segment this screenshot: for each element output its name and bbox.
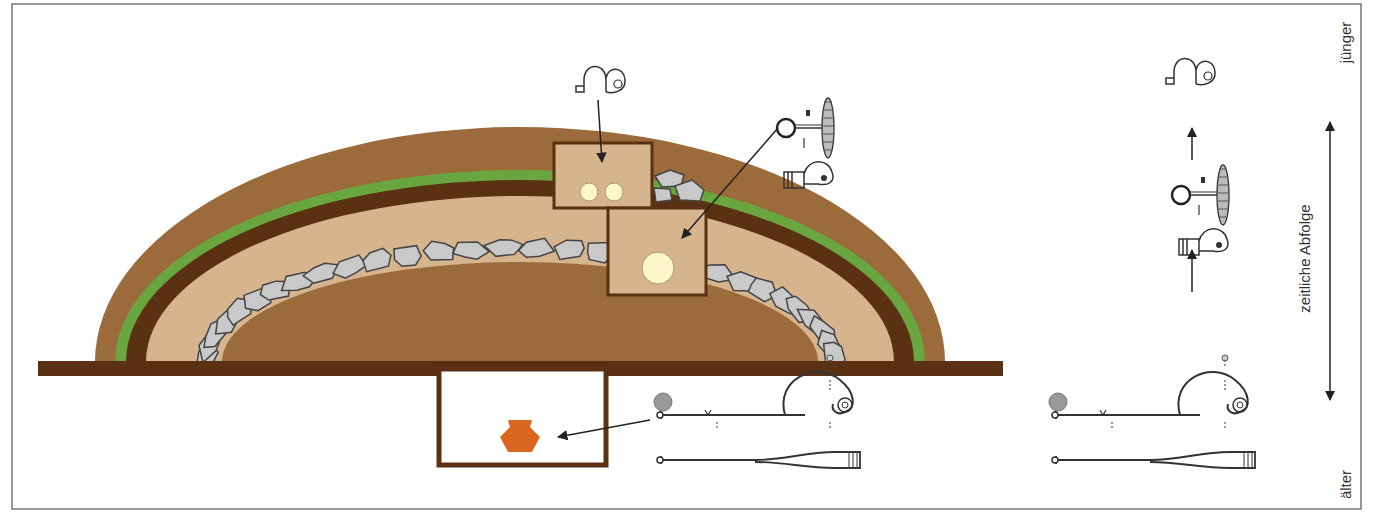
time-label-younger: jünger: [1338, 21, 1353, 63]
time-label-older: älter: [1339, 469, 1354, 498]
stone: [330, 254, 368, 281]
time-axis-label: zeitliche Abfolge: [1297, 204, 1312, 312]
stone: [518, 238, 554, 258]
stone: [361, 247, 393, 272]
stone: [393, 245, 422, 268]
stone: [422, 239, 454, 262]
stone: [484, 239, 523, 256]
stone: [554, 239, 585, 261]
stone: [452, 241, 489, 261]
